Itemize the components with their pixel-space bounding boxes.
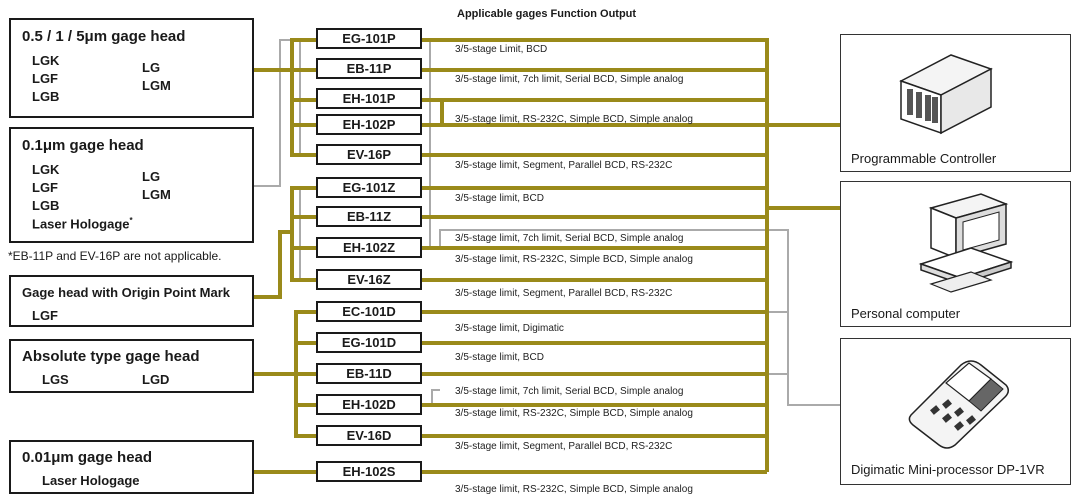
footnote: *EB-11P and EV-16P are not applicable. — [8, 249, 222, 263]
gage-group-absolute: Absolute type gage head LGS LGD — [9, 339, 254, 393]
diagram-header: Applicable gages Function Output — [457, 8, 636, 20]
function-output: 3/5-stage limit, 7ch limit, Serial BCD, … — [455, 233, 683, 244]
model-box: EH-102S — [316, 461, 422, 482]
model-box: EC-101D — [316, 301, 422, 322]
model-box: EG-101P — [316, 28, 422, 49]
function-output: 3/5-stage limit, 7ch limit, Serial BCD, … — [455, 74, 683, 85]
group-title: Absolute type gage head — [22, 348, 200, 365]
model-box: EH-102D — [316, 394, 422, 415]
group-title: 0.01μm gage head — [22, 449, 152, 466]
gage-label-laser: Laser Hologage* — [32, 216, 133, 231]
gage-label: LGF — [32, 180, 58, 195]
function-output: 3/5-stage limit, 7ch limit, Serial BCD, … — [455, 386, 683, 397]
model-box: EH-101P — [316, 88, 422, 109]
model-box: EH-102Z — [316, 237, 422, 258]
model-box: EH-102P — [316, 114, 422, 135]
gage-group-0p1um: 0.1μm gage head LGK LGF LGB LG LGM Laser… — [9, 127, 254, 243]
device-label: Programmable Controller — [851, 151, 996, 166]
device-programmable-controller: Programmable Controller — [840, 34, 1071, 172]
olive-eh-link — [422, 100, 442, 125]
function-output: 3/5-stage limit, BCD — [455, 352, 544, 363]
model-box: EV-16D — [316, 425, 422, 446]
gage-label: LGF — [32, 308, 58, 323]
olive-bus-z — [292, 188, 316, 280]
function-output: 3/5-stage limit, RS-232C, Simple BCD, Si… — [455, 408, 693, 419]
programmable-controller-icon — [891, 41, 1001, 139]
laser-label-text: Laser Hologage — [32, 216, 130, 231]
olive-bus-p — [292, 40, 316, 155]
gage-label: LGM — [142, 78, 171, 93]
function-output: 3/5-stage Limit, BCD — [455, 44, 547, 55]
gage-label: LGB — [32, 89, 59, 104]
device-label: Personal computer — [851, 306, 960, 321]
function-output: 3/5-stage limit, Segment, Parallel BCD, … — [455, 160, 672, 171]
function-output: 3/5-stage limit, RS-232C, Simple BCD, Si… — [455, 254, 693, 265]
group-title: 0.5 / 1 / 5μm gage head — [22, 28, 185, 45]
device-label: Digimatic Mini-processor DP-1VR — [851, 462, 1045, 477]
personal-computer-icon — [911, 188, 1031, 298]
model-box: EB-11P — [316, 58, 422, 79]
gage-label: LGD — [142, 372, 169, 387]
footnote-mark: * — [130, 216, 133, 225]
gage-label: LGK — [32, 53, 59, 68]
model-box: EV-16Z — [316, 269, 422, 290]
gage-label: LGF — [32, 71, 58, 86]
device-mini-processor: Digimatic Mini-processor DP-1VR — [840, 338, 1071, 485]
gage-label: LGK — [32, 162, 59, 177]
model-box: EV-16P — [316, 144, 422, 165]
device-personal-computer: Personal computer — [840, 181, 1071, 327]
gage-label: LGS — [42, 372, 69, 387]
gage-group-0p5-1-5um: 0.5 / 1 / 5μm gage head LGK LGF LGB LG L… — [9, 18, 254, 118]
gage-label: LG — [142, 169, 160, 184]
group-title: Gage head with Origin Point Mark — [22, 285, 230, 300]
model-box: EB-11D — [316, 363, 422, 384]
group-title: 0.1μm gage head — [22, 137, 144, 154]
gage-label: Laser Hologage — [42, 473, 140, 488]
function-output: 3/5-stage limit, BCD — [455, 193, 544, 204]
mini-processor-icon — [891, 345, 1021, 455]
model-box: EG-101D — [316, 332, 422, 353]
gage-label: LG — [142, 60, 160, 75]
gray-connector-0p1um — [254, 40, 316, 186]
model-box: EB-11Z — [316, 206, 422, 227]
model-box: EG-101Z — [316, 177, 422, 198]
gage-group-origin-point: Gage head with Origin Point Mark LGF — [9, 275, 254, 327]
gage-label: LGB — [32, 198, 59, 213]
function-output: 3/5-stage limit, Segment, Parallel BCD, … — [455, 288, 672, 299]
function-output: 3/5-stage limit, Segment, Parallel BCD, … — [455, 441, 672, 452]
gage-label: LGM — [142, 187, 171, 202]
function-output: 3/5-stage limit, RS-232C, Simple BCD, Si… — [455, 114, 693, 125]
function-output: 3/5-stage limit, RS-232C, Simple BCD, Si… — [455, 484, 693, 495]
function-output: 3/5-stage limit, Digimatic — [455, 323, 564, 334]
gage-group-0p01um: 0.01μm gage head Laser Hologage — [9, 440, 254, 494]
